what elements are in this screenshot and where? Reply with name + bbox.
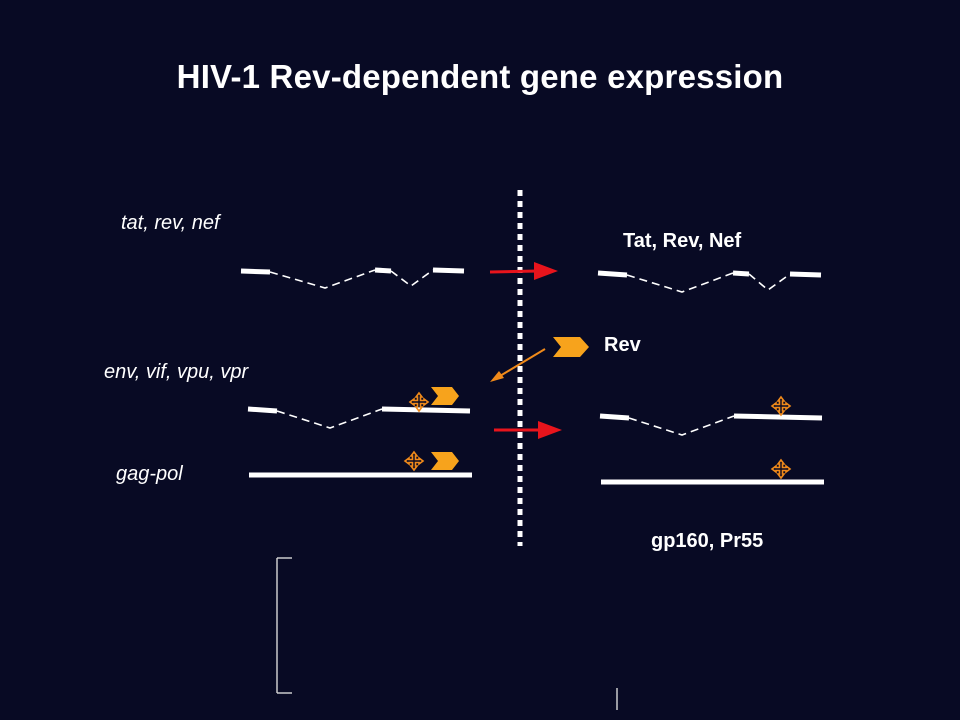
rre-icon-gag-right xyxy=(771,459,791,479)
slide-title: HIV-1 Rev-dependent gene expression xyxy=(176,58,784,95)
rre-icon-gag-left xyxy=(404,451,424,471)
label-rev-protein: Rev xyxy=(604,334,641,356)
label-tat-rev-nef-mrna: tat, rev, nef xyxy=(121,212,220,234)
bracket-lines xyxy=(276,557,618,710)
rev-protein-icon xyxy=(553,337,589,357)
mrna-env-right xyxy=(599,413,823,436)
export-arrow-bottom xyxy=(494,421,562,439)
label-gag-pol-mrna: gag-pol xyxy=(116,463,183,485)
mrna-tat-rev-nef-right xyxy=(597,270,822,293)
label-env-vif-vpu-vpr-mrna: env, vif, vpu, vpr xyxy=(104,361,249,383)
rev-bound-gag-icon xyxy=(431,452,459,470)
export-arrow-top xyxy=(489,262,558,280)
rre-icon-env-right xyxy=(771,396,791,416)
label-gp160-pr55: gp160, Pr55 xyxy=(651,530,764,552)
mrna-tat-rev-nef-left xyxy=(240,267,465,289)
rev-import-arrow xyxy=(490,348,546,382)
mrna-env-left xyxy=(247,406,471,429)
rev-bound-env-icon xyxy=(431,387,459,405)
label-tat-rev-nef-protein: Tat, Rev, Nef xyxy=(623,230,742,252)
